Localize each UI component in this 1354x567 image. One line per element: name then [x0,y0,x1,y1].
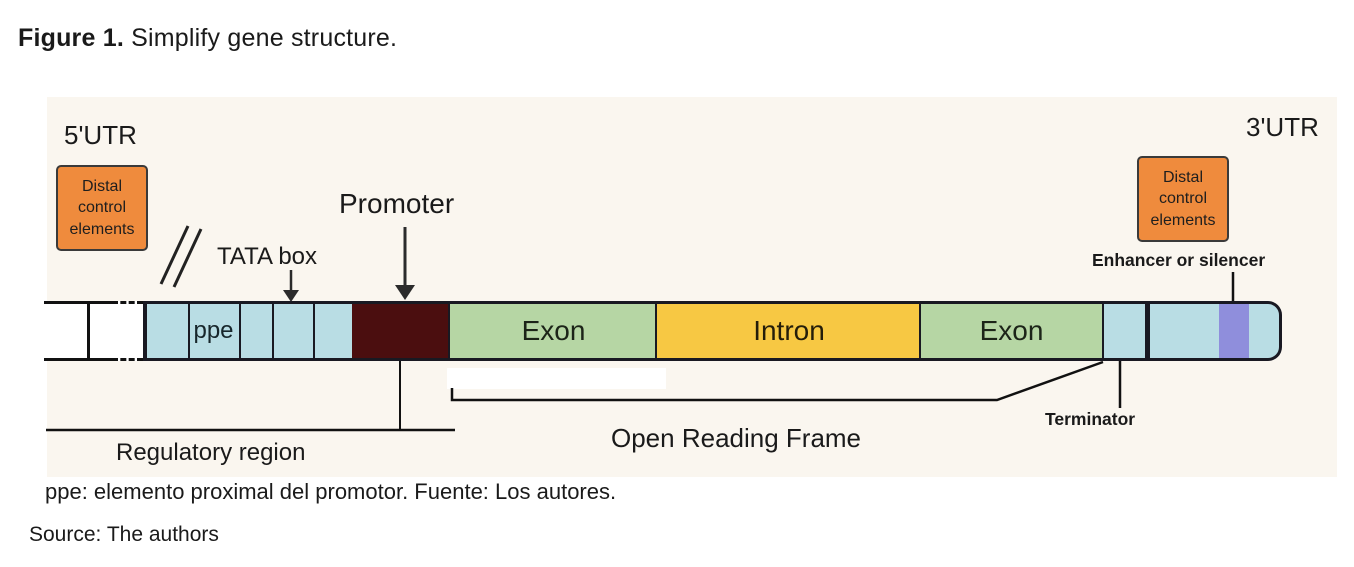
distal-control-elements-box-right: Distal control elements [1137,156,1229,242]
promoter-label: Promoter [339,188,455,219]
segment-divider [313,304,315,358]
ppe-label: ppe [193,317,234,344]
bar-upstream-open-segment [44,301,112,361]
diagram-panel [47,97,1337,477]
enhancer-silencer-segment [1219,304,1249,358]
white-patch [447,368,666,389]
promoter-segment [352,304,450,358]
exon-segment-1: Exon [448,304,657,358]
figure-title: Figure 1. Simplify gene structure. [18,24,397,53]
segment-divider [272,304,274,358]
gene-bar: ppe Exon Intron Exon [143,301,1282,361]
figure-caption: Simplify gene structure. [124,24,398,52]
exon-segment-2: Exon [919,304,1104,358]
open-reading-frame-label: Open Reading Frame [611,423,862,453]
enhancer-or-silencer-label: Enhancer or silencer [1092,250,1266,270]
figure-number: Figure 1. [18,24,124,52]
terminator-label: Terminator [1045,409,1136,429]
ppe-segment: ppe [188,304,239,358]
regulatory-region-label: Regulatory region [116,439,306,466]
tata-box-label: TATA box [217,243,318,270]
distal-right-label: Distal control elements [1150,168,1216,229]
exon2-label: Exon [979,315,1044,346]
bar-break-dashes [112,301,143,361]
distal-control-elements-box-left: Distal control elements [56,165,148,251]
segment-divider [239,304,241,358]
intron-label: Intron [753,315,825,346]
segment-divider [188,304,190,358]
source-line: Source: The authors [29,523,219,546]
intron-segment: Intron [655,304,921,358]
distal-left-label: Distal control elements [69,177,135,238]
terminator-boundary-divider [1145,304,1150,358]
ppe-footnote: ppe: elemento proximal del promotor. Fue… [45,479,617,504]
bar-upstream-divider [87,301,90,361]
utr3-label: 3'UTR [1246,112,1319,142]
exon1-label: Exon [521,315,586,346]
utr5-label: 5'UTR [64,120,137,150]
